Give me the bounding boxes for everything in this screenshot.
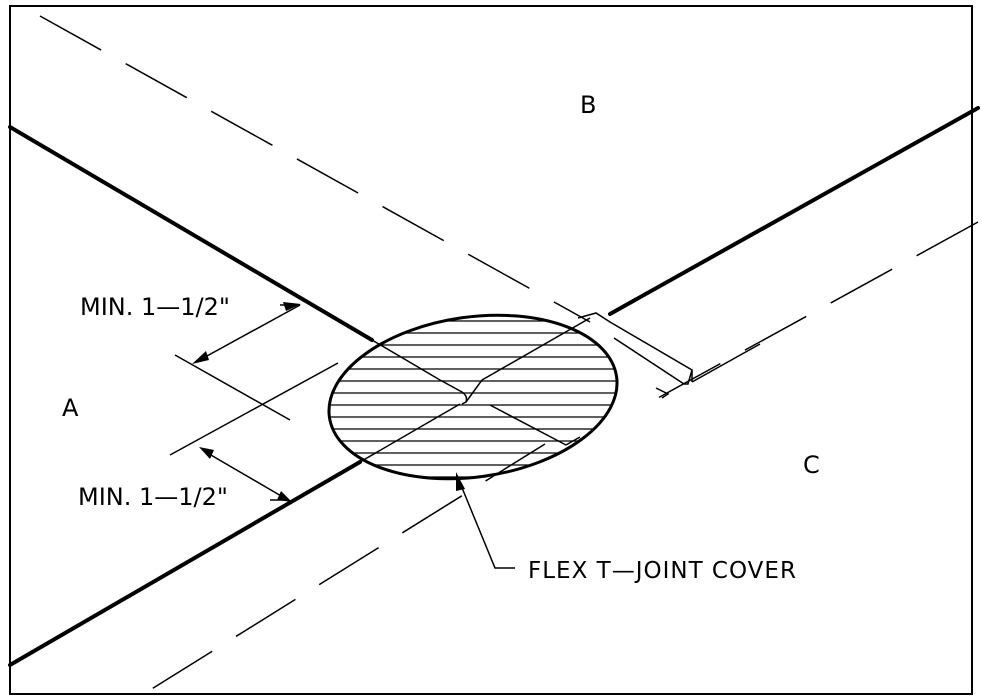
sheet-a-upper-edge (8, 125, 374, 342)
membrane-edges (8, 106, 980, 667)
lap-step-outline (577, 312, 693, 385)
dimension-lines (169, 304, 339, 501)
dimension-line-lower (203, 450, 289, 501)
sheet-a-lower-edge (8, 460, 362, 667)
dimension-arrowheads (192, 302, 301, 502)
callout-arrowhead (456, 472, 465, 491)
sheet-c-hidden-edge (635, 221, 979, 411)
sheet-b-hidden-edge (39, 15, 591, 323)
arrowhead-upper-right (283, 302, 301, 311)
lap-step-tail (691, 343, 761, 383)
region-label-b: B (580, 91, 596, 119)
lap-step-detail (577, 312, 761, 399)
arrowhead-lower-right (277, 491, 292, 502)
arrowhead-lower-left (199, 447, 214, 459)
hidden-lines (39, 15, 979, 691)
drawing-border (9, 5, 973, 695)
sheet-a-hidden-edge (149, 443, 546, 691)
patch-seam-lines (359, 317, 591, 463)
callout-label: FLEX T—JOINT COVER (528, 558, 797, 584)
dimension-label-lower: MIN. 1—1/2" (78, 483, 228, 511)
arrowhead-upper-left (192, 351, 209, 364)
callout-leader (456, 472, 515, 569)
callout-leader-line (457, 477, 515, 569)
extension-line-lower (169, 362, 339, 456)
t-joint-cover-patch (320, 313, 628, 481)
lap-step-lower (655, 387, 670, 399)
region-label-a: A (62, 394, 79, 422)
region-label-c: C (803, 451, 820, 479)
sheet-c-upper-edge (608, 106, 980, 316)
patch-outline (327, 313, 619, 481)
dimension-label-upper: MIN. 1—1/2" (80, 293, 230, 321)
patch-hatching (320, 320, 628, 478)
extension-line-upper (174, 354, 291, 421)
dimension-line-upper (195, 304, 301, 363)
